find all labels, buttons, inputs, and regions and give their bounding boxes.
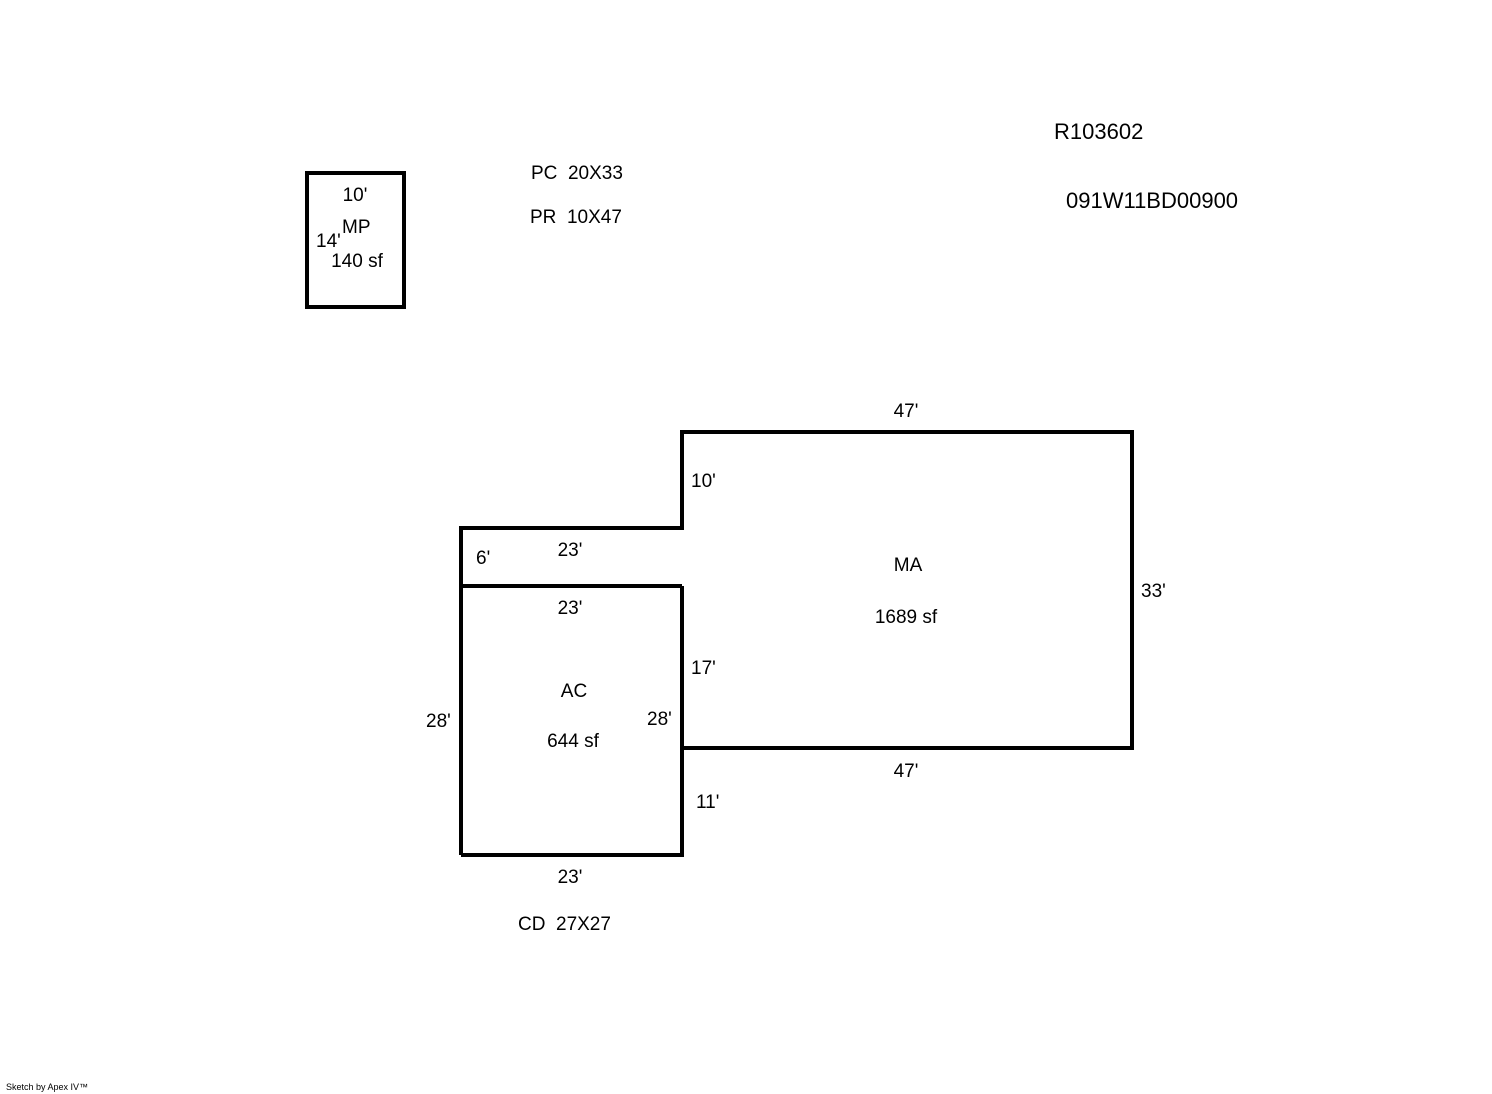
parcel-id: R103602 bbox=[1054, 119, 1144, 144]
ma-code: MA bbox=[893, 555, 923, 576]
ma-dim-right: 33' bbox=[1141, 581, 1166, 602]
pr-note: PR 10X47 bbox=[530, 207, 622, 228]
ac-dim-left: 28' bbox=[426, 711, 451, 732]
mp-code: MP bbox=[342, 217, 371, 238]
mp-dim-side: 14' bbox=[316, 231, 341, 252]
ma-dim-left-lower: 17' bbox=[691, 658, 716, 679]
ac-area: 644 sf bbox=[547, 731, 599, 752]
building-outline bbox=[459, 430, 1134, 857]
software-credit: Sketch by Apex IV™ bbox=[6, 1082, 89, 1092]
mp-outline bbox=[305, 171, 406, 309]
ac-dim-top: 23' bbox=[557, 598, 583, 619]
ma-dim-bottom: 47' bbox=[893, 761, 919, 782]
ma-dim-top: 47' bbox=[893, 401, 919, 422]
ac-dim-bottom: 23' bbox=[557, 867, 583, 888]
ma-dim-left-upper: 10' bbox=[691, 471, 716, 492]
connector-dim-top: 23' bbox=[557, 540, 583, 561]
mp-dim-top: 10' bbox=[342, 185, 368, 206]
ma-area: 1689 sf bbox=[874, 607, 938, 628]
map-number: 091W11BD00900 bbox=[1066, 188, 1239, 213]
ac-code: AC bbox=[560, 681, 588, 702]
cd-note: CD 27X27 bbox=[518, 914, 611, 935]
pc-note: PC 20X33 bbox=[531, 163, 623, 184]
connector-dim-side: 6' bbox=[476, 548, 491, 569]
ac-dim-right: 28' bbox=[647, 709, 672, 730]
mp-area: 140 sf bbox=[331, 251, 383, 272]
ac-dim-right-lower: 11' bbox=[696, 792, 720, 813]
